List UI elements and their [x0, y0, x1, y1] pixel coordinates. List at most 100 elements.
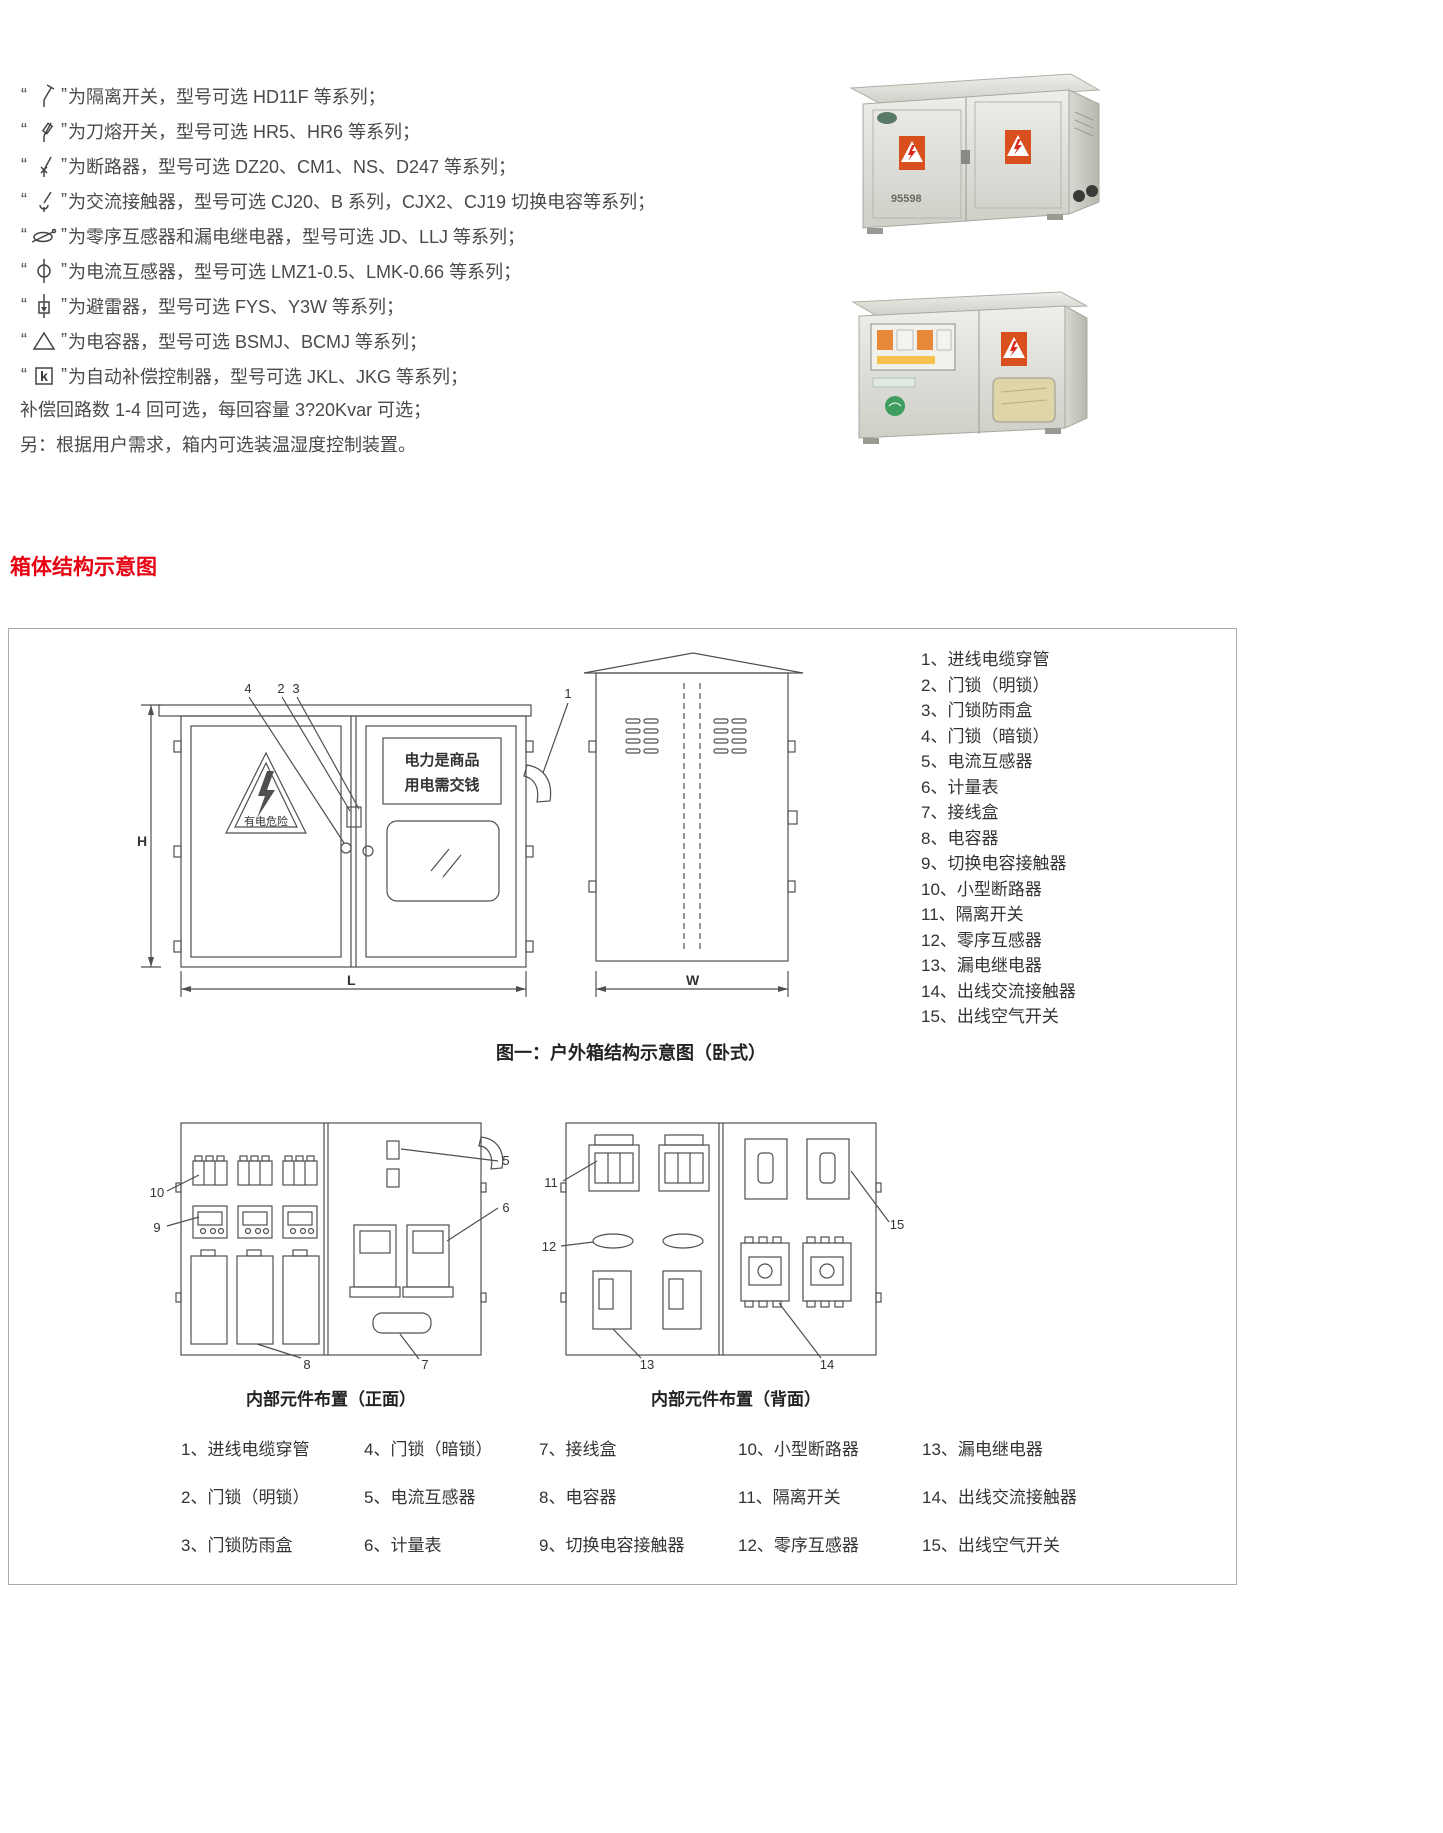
symbol-description: 为避雷器，型号可选 FYS、Y3W 等系列； [68, 296, 405, 317]
quote-open: “ [21, 330, 27, 350]
symbol-description: 为交流接触器，型号可选 CJ20、B 系列，CJX2、CJ19 切换电容等系列； [68, 191, 656, 212]
callout-11: 11 [544, 1175, 558, 1190]
quote-open: “ [21, 190, 27, 210]
symbol-line-capacitor: “ ” 为电容器，型号可选 BSMJ、BCMJ 等系列； [20, 323, 720, 358]
parts-legend: 1、进线电缆穿管 4、门锁（暗锁） 7、接线盒 10、小型断路器 13、漏电继电… [181, 1435, 1077, 1579]
callout-5: 5 [502, 1153, 509, 1168]
quote-close: ” [61, 120, 67, 140]
leakage-relays [592, 1270, 702, 1330]
callout-4: 4 [244, 681, 251, 696]
parts-list-item: 14、出线交流接触器 [921, 981, 1076, 1001]
symbol-description: 为电容器，型号可选 BSMJ、BCMJ 等系列； [68, 331, 428, 352]
sign-line-2: 用电需交钱 [404, 776, 479, 794]
cabinet-side [1064, 305, 1088, 429]
figure1-caption: 图一：户外箱结构示意图（卧式） [496, 1043, 766, 1063]
svg-text:k: k [40, 368, 48, 384]
door-lock [340, 842, 352, 854]
warning-text: 有电危险 [244, 814, 288, 828]
symbol-line-knife-fuse: “ ” 为刀熔开关，型号可选 HR5、HR6 等系列； [20, 113, 720, 148]
warning-triangle [225, 751, 307, 834]
note-optional-device: 另：根据用户需求，箱内可选装温湿度控制装置。 [20, 435, 416, 455]
parts-list-item: 12、零序互感器 [921, 930, 1042, 950]
brand-logo [877, 112, 897, 124]
internal-layout-back-drawing: 11 12 13 15 14 [542, 1122, 904, 1372]
legend-item: 6、计量表 [364, 1536, 442, 1555]
inspection-window [992, 377, 1056, 423]
product-photo-1: 95598 [833, 50, 1113, 247]
legend-item: 10、小型断路器 [738, 1440, 859, 1459]
dim-label-h: H [137, 833, 147, 849]
symbol-description: 为断路器，型号可选 DZ20、CM1、NS、D247 等系列； [68, 156, 517, 177]
symbol-line-controller: “ k ” 为自动补偿控制器，型号可选 JKL、JKG 等系列； [20, 358, 720, 393]
warning-sticker [1001, 332, 1027, 366]
mini-breakers [192, 1155, 318, 1186]
internal-layout-front-drawing: 10 9 8 7 5 6 [150, 1122, 510, 1372]
parts-list-item: 9、切换电容接触器 [921, 854, 1067, 873]
symbol-line-ct: “ ” 为电流互感器，型号可选 LMZ1-0.5、LMK-0.66 等系列； [20, 253, 720, 288]
symbol-line-breaker: “ ” 为断路器，型号可选 DZ20、CM1、NS、D247 等系列； [20, 148, 720, 183]
surge-arrester-icon [28, 292, 60, 319]
current-transformer [386, 1140, 400, 1160]
parts-list-item: 3、门锁防雨盒 [921, 701, 1033, 720]
parts-list-item: 2、门锁（明锁） [921, 675, 1050, 695]
legend-item: 1、进线电缆穿管 [181, 1440, 310, 1459]
symbol-line-isolator: “ ” 为隔离开关，型号可选 HD11F 等系列； [20, 78, 720, 113]
warning-sticker [1005, 130, 1031, 164]
door-lock [362, 845, 374, 857]
current-transformer-icon [28, 257, 60, 284]
quote-open: “ [21, 260, 27, 280]
outgoing-air-breakers [744, 1138, 850, 1200]
callout-9: 9 [153, 1220, 160, 1235]
callout-10: 10 [150, 1185, 164, 1200]
symbol-description: 为自动补偿控制器，型号可选 JKL、JKG 等系列； [68, 366, 469, 387]
quote-close: ” [61, 155, 67, 175]
note-compensation: 补偿回路数 1-4 回可选，每回容量 3?20Kvar 可选； [20, 400, 432, 420]
quote-close: ” [61, 85, 67, 105]
cable-entry-duct [523, 764, 552, 803]
legend-item: 14、出线交流接触器 [922, 1488, 1077, 1507]
meter-window [386, 820, 500, 902]
zero-sequence-ct [592, 1233, 634, 1249]
symbol-legend: “ ” 为隔离开关，型号可选 HD11F 等系列； “ ” 为刀熔开关，型号可选… [20, 78, 720, 463]
parts-list-item: 5、电流互感器 [921, 752, 1033, 771]
cabinet-roof [851, 291, 1089, 317]
notice-sign [382, 737, 502, 805]
dim-label-w: W [686, 972, 700, 988]
legend-item: 15、出线空气开关 [922, 1536, 1060, 1555]
zero-sequence-ct-icon [28, 222, 60, 249]
isolator-switch-icon [28, 82, 60, 109]
parts-list-item: 11、隔离开关 [921, 905, 1024, 924]
legend-item: 7、接线盒 [539, 1440, 617, 1459]
callout-3: 3 [292, 681, 299, 696]
legend-item: 2、门锁（明锁） [181, 1488, 310, 1507]
meter-window [870, 323, 956, 371]
quote-close: ” [61, 295, 67, 315]
isolation-switches [588, 1134, 710, 1192]
energy-meters [349, 1224, 454, 1298]
outdoor-box-side-view-drawing: W [583, 652, 804, 997]
capacitor-contactors [192, 1205, 318, 1239]
back-layout-caption: 内部元件布置（背面） [651, 1390, 821, 1409]
quote-open: “ [21, 225, 27, 245]
dim-label-l: L [347, 972, 356, 988]
quote-open: “ [21, 155, 27, 175]
parts-list-item: 10、小型断路器 [921, 879, 1042, 899]
quote-close: ” [61, 225, 67, 245]
cable-entry-duct [478, 1136, 504, 1170]
symbol-description: 为隔离开关，型号可选 HD11F 等系列； [68, 86, 386, 107]
callout-6: 6 [502, 1200, 509, 1215]
quote-close: ” [61, 365, 67, 385]
parts-list-item: 6、计量表 [921, 777, 999, 797]
cabinet-roof [849, 73, 1101, 105]
callout-13: 13 [640, 1357, 654, 1372]
parts-list-item: 13、漏电继电器 [921, 956, 1042, 975]
cable-gland [1086, 185, 1098, 197]
callout-15: 15 [890, 1217, 904, 1232]
structure-diagram-frame: 有电危险 电力是商品 用电需交钱 H L 4 2 3 1 [8, 628, 1237, 1585]
legend-item: 13、漏电继电器 [922, 1440, 1043, 1459]
front-layout-caption: 内部元件布置（正面） [246, 1390, 416, 1409]
current-transformer [386, 1168, 400, 1188]
warning-sticker [899, 136, 925, 170]
symbol-line-arrester: “ ” 为避雷器，型号可选 FYS、Y3W 等系列； [20, 288, 720, 323]
